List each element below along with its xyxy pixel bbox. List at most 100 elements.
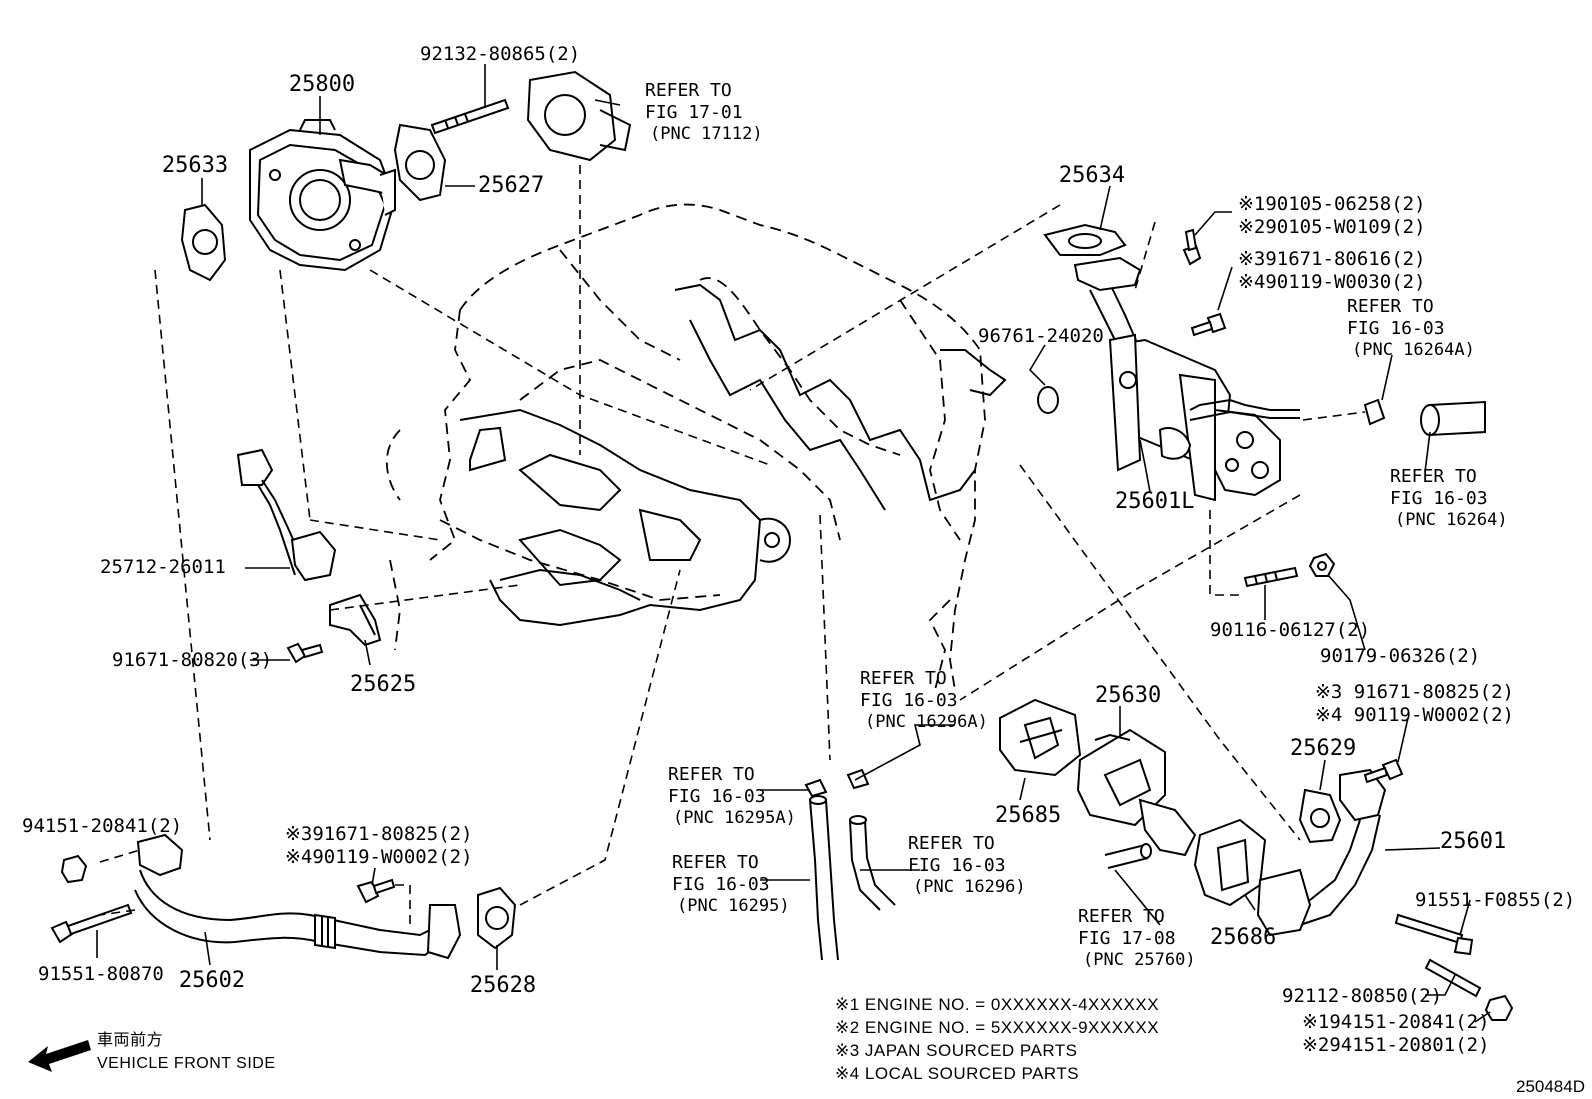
refer-16295A-line3: (PNC 16295A) [673,808,796,828]
refer-16264-line3: (PNC 16264) [1395,510,1508,530]
part-25686-gasket[interactable] [1193,818,1267,907]
solid-leaders [96,64,1491,1023]
hose-16264[interactable] [1363,398,1486,437]
part-91551-bolt[interactable] [50,903,133,944]
label-391671: ※391671-80616(2) [1238,248,1426,270]
refer-17-08-line3: (PNC 25760) [1083,950,1196,970]
part-25602-pipe[interactable] [134,833,462,960]
part-25629-gasket[interactable] [1298,788,1342,844]
refer-16295-line3: (PNC 16295) [677,896,790,916]
refer-16296A-line1: REFER TO [860,668,947,689]
part-25602-bolt[interactable] [356,878,396,904]
refer-16296A-line2: FIG 16-03 [860,690,958,711]
hose-25760[interactable] [1104,843,1152,869]
part-25634-gasket[interactable] [1043,223,1127,256]
dashed-leaders [99,165,1366,930]
refer-16-03-16296A[interactable]: REFER TO FIG 16-03 (PNC 16296A) [860,668,988,732]
part-94151-nut-right[interactable] [1484,994,1514,1021]
part-25633-gasket[interactable] [180,203,227,282]
refer-16296-line3: (PNC 16296) [913,877,1026,897]
label-25627: 25627 [478,173,544,198]
part-90105-bolt[interactable] [1182,228,1202,266]
label-25601L: 25601L [1115,489,1194,514]
part-91551-F0855-bolt[interactable] [1394,913,1474,956]
part-90179-nut[interactable] [1308,552,1336,577]
label-391671c: ※391671-80825(2) [285,823,473,845]
hose-16295[interactable] [804,778,839,961]
label-490119b: ※4 90119-W0002(2) [1315,704,1514,726]
refer-16264A-line2: FIG 16-03 [1347,318,1445,339]
label-92112: 92112-80850(2) [1282,985,1442,1007]
label-25800: 25800 [289,72,355,97]
refer-16296-line2: FIG 16-03 [908,855,1006,876]
label-92132: 92132-80865(2) [420,43,580,65]
part-25685-gasket[interactable] [999,698,1082,777]
part-25800-assembly[interactable] [249,119,397,272]
refer-17-08-line2: FIG 17-08 [1078,928,1176,949]
refer-17-01-line2: FIG 17-01 [645,102,743,123]
diagram-code: 250484D [1516,1077,1585,1096]
part-25601-pipe[interactable] [1256,768,1387,937]
refer-17-08[interactable]: REFER TO FIG 17-08 (PNC 25760) [1078,906,1196,970]
label-91551-F0855: 91551-F0855(2) [1415,889,1575,911]
refer-17-08-line1: REFER TO [1078,906,1165,927]
refer-16264A-line1: REFER TO [1347,296,1434,317]
part-25628-gasket[interactable] [477,886,517,950]
part-25625-bracket[interactable] [329,593,382,647]
footnotes: ※1 ENGINE NO. = 0XXXXXX-4XXXXXX ※2 ENGIN… [835,995,1159,1083]
refer-16296A-line3: (PNC 16296A) [865,712,988,732]
part-96761-o-ring[interactable] [1037,386,1059,414]
label-290105: ※290105-W0109(2) [1238,216,1426,238]
label-94151: 94151-20841(2) [22,815,182,837]
refer-17-01-line3: (PNC 17112) [650,124,763,144]
label-190105: ※190105-06258(2) [1238,193,1426,215]
part-25630-egr-valve[interactable] [1076,728,1197,857]
part-92132-stud[interactable] [430,98,510,135]
part-90116-stud[interactable] [1243,566,1299,588]
front-label-en: VEHICLE FRONT SIDE [97,1055,276,1072]
engine-block-outline [385,203,986,691]
refer-16264-line1: REFER TO [1390,466,1477,487]
part-91671-bolt[interactable] [286,642,324,664]
label-25628: 25628 [470,973,536,998]
part-94151-nut[interactable] [60,854,88,884]
label-90116: 90116-06127(2) [1210,619,1370,641]
label-391671b: ※3 91671-80825(2) [1315,681,1514,703]
intake-manifold [674,283,1007,511]
label-25629: 25629 [1290,736,1356,761]
front-label-jp: 車両前方 [97,1030,163,1049]
label-25601: 25601 [1440,829,1506,854]
hose-16296[interactable] [846,768,896,911]
label-194151: ※194151-20841(2) [1302,1011,1490,1033]
label-90179: 90179-06326(2) [1320,645,1480,667]
label-96761: 96761-24020 [978,325,1104,347]
label-294151: ※294151-20801(2) [1302,1034,1490,1056]
refer-16264A-line3: (PNC 16264A) [1352,340,1475,360]
label-91671-80820: 91671-80820(3) [112,649,272,671]
refer-17-01-line1: REFER TO [645,80,732,101]
refer-17-01[interactable]: REFER TO FIG 17-01 (PNC 17112) [645,80,763,144]
part-91671-80825-bolt[interactable] [1363,758,1404,784]
intake-flange-17-01[interactable] [526,70,632,162]
refer-16-03-16296[interactable]: REFER TO FIG 16-03 (PNC 16296) [908,833,1026,897]
part-25601L-egr-cooler[interactable] [1073,256,1300,502]
refer-to-labels: REFER TO FIG 17-01 (PNC 17112) REFER TO … [645,80,1508,970]
note-4: ※4 LOCAL SOURCED PARTS [835,1064,1079,1083]
note-3: ※3 JAPAN SOURCED PARTS [835,1041,1078,1060]
refer-16-03-16295A[interactable]: REFER TO FIG 16-03 (PNC 16295A) [668,764,796,828]
refer-16-03-16264A[interactable]: REFER TO FIG 16-03 (PNC 16264A) [1347,296,1475,360]
refer-16-03-16295[interactable]: REFER TO FIG 16-03 (PNC 16295) [672,852,790,916]
label-25630: 25630 [1095,683,1161,708]
part-25712-sensor[interactable] [236,448,337,582]
label-91551-80870: 91551-80870 [38,963,164,985]
part-91671-80616-bolt[interactable] [1190,312,1227,337]
note-2: ※2 ENGINE NO. = 5XXXXXX-9XXXXXX [835,1018,1159,1037]
refer-16295-line2: FIG 16-03 [672,874,770,895]
refer-16-03-16264[interactable]: REFER TO FIG 16-03 (PNC 16264) [1390,466,1508,530]
label-25602: 25602 [179,968,245,993]
refer-16295-line1: REFER TO [672,852,759,873]
refer-16264-line2: FIG 16-03 [1390,488,1488,509]
part-25627-gasket[interactable] [393,123,447,202]
arrow-left-icon [28,1040,91,1072]
